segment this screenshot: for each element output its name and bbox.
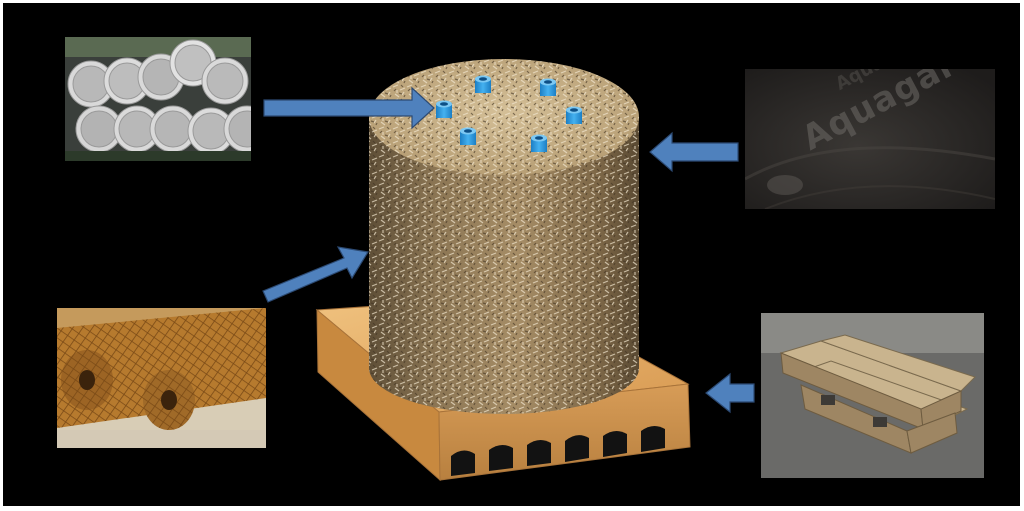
arrow-right-icon (263, 86, 435, 130)
membrane-texture (745, 69, 995, 209)
brand-logo-icon (767, 175, 803, 195)
pvc-pipes-photo (65, 37, 251, 161)
wire-mesh-image (57, 308, 266, 448)
pallet-photo (761, 313, 984, 478)
tube (531, 134, 547, 152)
tube (540, 78, 556, 96)
pvc-pipes-image (65, 37, 251, 161)
cylinder-top-texture (369, 59, 639, 175)
base-holes (451, 425, 665, 476)
arrow-diagonal-icon (262, 246, 369, 303)
tube (475, 75, 491, 93)
arrow-left-icon (649, 131, 739, 173)
hempcrete-cylinder (369, 59, 639, 414)
pallet-image (761, 313, 984, 478)
membrane-photo: Aquagart Aquagart (745, 69, 995, 209)
tube (460, 127, 476, 145)
wire-mesh-photo (57, 308, 266, 448)
tube (436, 100, 452, 118)
tube (566, 106, 582, 124)
cylinder-side-texture (369, 117, 639, 414)
blue-tubes (436, 75, 582, 152)
arrow-left-icon (705, 372, 755, 414)
